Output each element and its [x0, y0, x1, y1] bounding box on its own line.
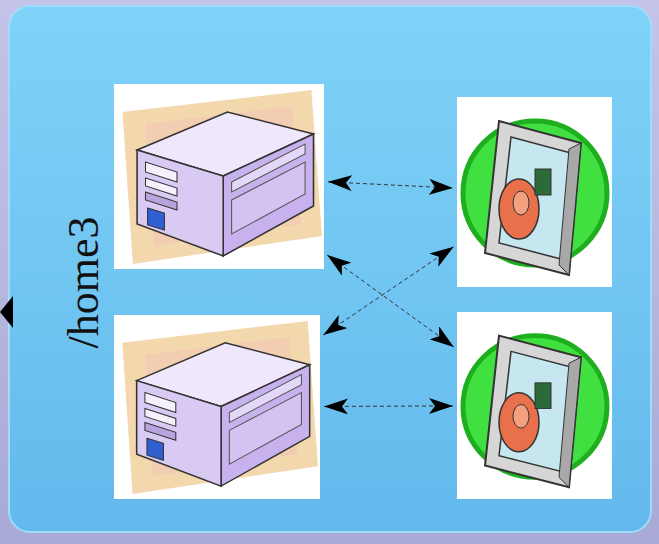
server-computer-illustration — [114, 84, 324, 269]
disk-drive-illustration — [457, 312, 612, 499]
data-link — [328, 182, 453, 188]
disk-drive-illustration — [457, 97, 612, 287]
data-link — [323, 247, 453, 335]
data-link — [327, 255, 454, 347]
data-link — [324, 405, 453, 407]
server-computer — [114, 84, 324, 269]
disk-drive — [457, 312, 612, 499]
server-computer — [114, 315, 320, 499]
arrow-head — [0, 296, 13, 328]
directory-label: /home3 — [58, 183, 109, 383]
disk-drive — [457, 97, 612, 287]
directory-panel: /home3 — [8, 5, 652, 533]
server-computer-illustration — [114, 315, 320, 499]
